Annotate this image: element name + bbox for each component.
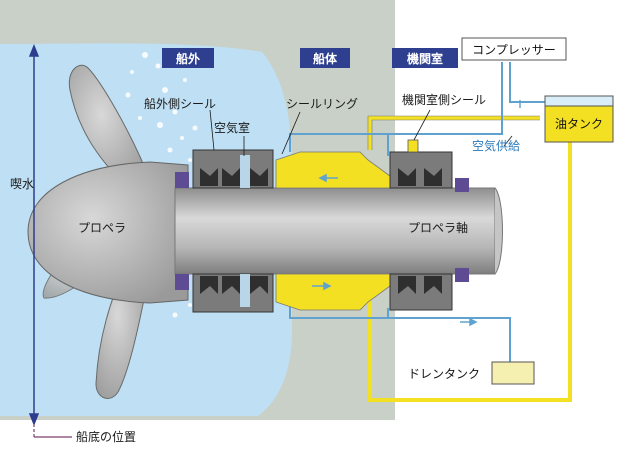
label-bottom-position: 船底の位置 bbox=[76, 429, 136, 444]
label-propeller-shaft: プロペラ軸 bbox=[408, 221, 468, 235]
bottom-pointer bbox=[33, 424, 72, 438]
air-chamber-region bbox=[240, 155, 250, 307]
flow-arrows bbox=[312, 100, 521, 327]
oil-pipes bbox=[368, 116, 572, 402]
air-bubbles bbox=[125, 52, 198, 318]
compressor-box bbox=[461, 37, 567, 61]
label-engine-room-seal: 機関室側シール bbox=[402, 92, 486, 107]
tag-engine-room-bg bbox=[392, 48, 458, 68]
label-outboard-seal: 船外側シール bbox=[144, 97, 216, 111]
draft-arrow bbox=[28, 43, 40, 427]
label-seal-ring: シールリング bbox=[286, 97, 358, 111]
tag-hull: 船体 bbox=[313, 51, 338, 66]
tag-outboard-bg bbox=[162, 48, 214, 68]
oil-tank-top bbox=[544, 95, 614, 107]
label-propeller: プロペラ bbox=[78, 221, 126, 235]
outboard-seal-assembly bbox=[192, 149, 274, 313]
engine-room-seal-assembly bbox=[389, 139, 453, 311]
tag-outboard: 船外 bbox=[176, 51, 200, 66]
oil-tank-label: 油タンク bbox=[555, 117, 603, 131]
tag-engine-room: 機関室 bbox=[407, 51, 443, 66]
callout-lines bbox=[209, 109, 513, 156]
tag-hull-bg bbox=[300, 48, 350, 68]
compressor-label: コンプレッサー bbox=[472, 43, 556, 57]
oil-pipe-outline bbox=[367, 115, 540, 150]
drain-tank-box bbox=[491, 361, 535, 385]
drain-tank-label: ドレンタンク bbox=[408, 367, 480, 381]
stern-tube-oil-upper bbox=[275, 151, 391, 189]
propeller-shaft-body bbox=[174, 187, 496, 275]
flanges bbox=[175, 172, 469, 290]
air-pipes bbox=[289, 62, 545, 365]
oil-tank-box bbox=[544, 103, 614, 143]
label-draft: 喫水 bbox=[10, 177, 34, 191]
shaft-end bbox=[494, 187, 503, 275]
label-air-chamber: 空気室 bbox=[214, 120, 250, 135]
label-air-supply: 空気供給 bbox=[472, 138, 520, 153]
